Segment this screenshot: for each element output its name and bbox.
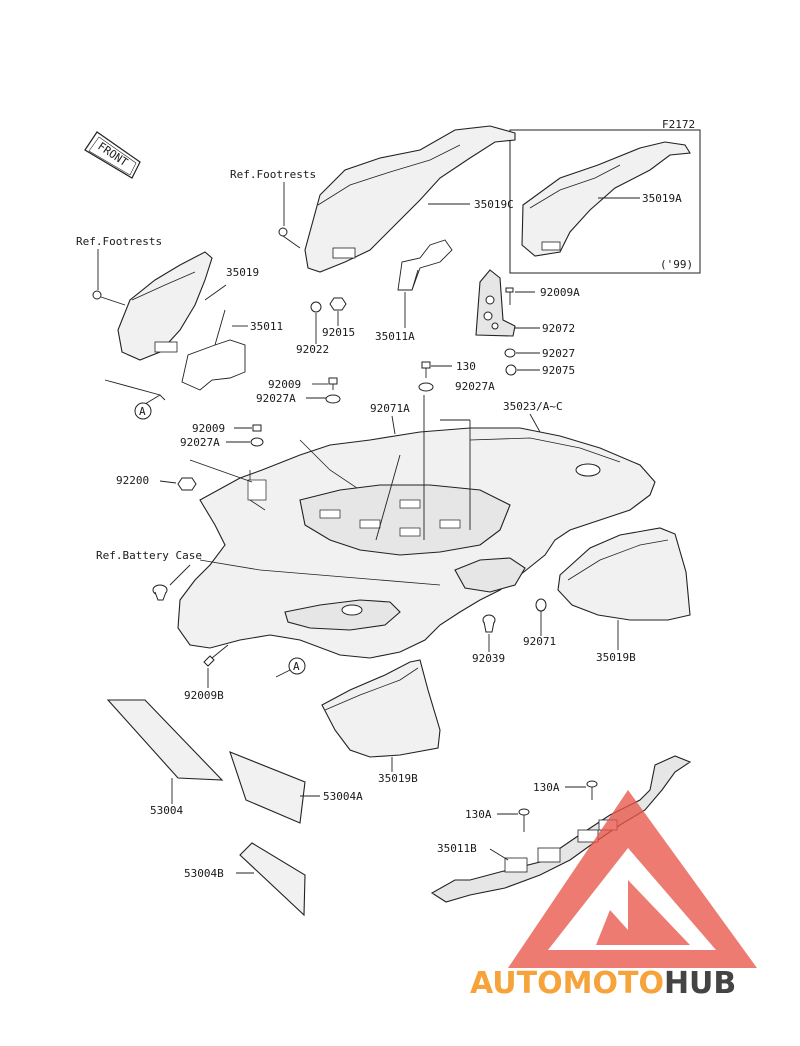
svg-text:A: A <box>293 660 300 673</box>
label-35019B-right: 35019B <box>596 651 636 664</box>
label-92009B: 92009B <box>184 689 224 702</box>
mud-flap-right <box>557 527 691 621</box>
label-92200: 92200 <box>116 474 149 487</box>
label-53004: 53004 <box>150 804 183 817</box>
label-130: 130 <box>456 360 476 373</box>
label-92075: 92075 <box>542 364 575 377</box>
marker-a-1: A <box>134 402 152 420</box>
label-92009-1: 92009 <box>268 378 301 391</box>
bolt-92009B <box>203 644 229 667</box>
inset-code: F2172 <box>662 118 695 131</box>
label-92027A-1: 92027A <box>455 380 495 393</box>
label-92027A-2: 92027A <box>256 392 296 405</box>
bolt-130A-upper <box>586 780 598 800</box>
label-92071: 92071 <box>523 635 556 648</box>
fastener-92015 <box>329 297 347 311</box>
label-92071A: 92071A <box>370 402 410 415</box>
nut-92200 <box>177 477 197 491</box>
label-92022: 92022 <box>296 343 329 356</box>
label-35011: 35011 <box>250 320 283 333</box>
label-92027A-3: 92027A <box>180 436 220 449</box>
label-92039: 92039 <box>472 652 505 665</box>
ref-footrests-2: Ref.Footrests <box>76 235 162 248</box>
label-35019C: 35019C <box>474 198 514 211</box>
label-53004B: 53004B <box>184 867 224 880</box>
label-53004A: 53004A <box>323 790 363 803</box>
fastener-92071 <box>535 598 547 612</box>
watermark-logo-icon <box>508 790 757 968</box>
decal-53004A <box>229 751 306 824</box>
bolt-130A-lower <box>518 808 530 832</box>
label-130A-2: 130A <box>465 808 492 821</box>
decal-53004 <box>106 699 224 781</box>
label-35019A: 35019A <box>642 192 682 205</box>
label-92027: 92027 <box>542 347 575 360</box>
label-92009A: 92009A <box>540 286 580 299</box>
bolt-92009-upper <box>325 377 341 404</box>
label-92009-2: 92009 <box>192 422 225 435</box>
label-130A-1: 130A <box>533 781 560 794</box>
bracket-92072 <box>475 269 517 376</box>
ref-battery-case: Ref.Battery Case <box>96 549 202 562</box>
side-cover-left <box>92 251 246 408</box>
label-35019B-bottom: 35019B <box>378 772 418 785</box>
fastener-92022 <box>310 301 322 313</box>
inset-year-note: ('99) <box>660 258 693 271</box>
plug-battery <box>152 584 168 601</box>
front-arrow-icon: FRONT <box>84 131 141 179</box>
mud-flap-bottom <box>321 659 441 758</box>
label-92015: 92015 <box>322 326 355 339</box>
label-35023: 35023/A~C <box>503 400 563 413</box>
decal-53004B <box>239 842 306 917</box>
fastener-92039 <box>482 614 496 633</box>
label-35011B: 35011B <box>437 842 477 855</box>
bolt-130 <box>418 361 434 392</box>
label-92072: 92072 <box>542 322 575 335</box>
label-35011A: 35011A <box>375 330 415 343</box>
inset-box <box>509 129 701 274</box>
ref-footrests-1: Ref.Footrests <box>230 168 316 181</box>
side-cover-upper <box>278 125 516 291</box>
svg-text:A: A <box>139 405 146 418</box>
marker-a-2: A <box>275 657 306 678</box>
label-35019-top: 35019 <box>226 266 259 279</box>
watermark-text: AUTOMOTOHUB <box>470 966 736 1001</box>
bolt-92009-lower <box>250 424 264 447</box>
rear-fender <box>177 427 656 659</box>
bracket-35011B <box>430 755 692 903</box>
